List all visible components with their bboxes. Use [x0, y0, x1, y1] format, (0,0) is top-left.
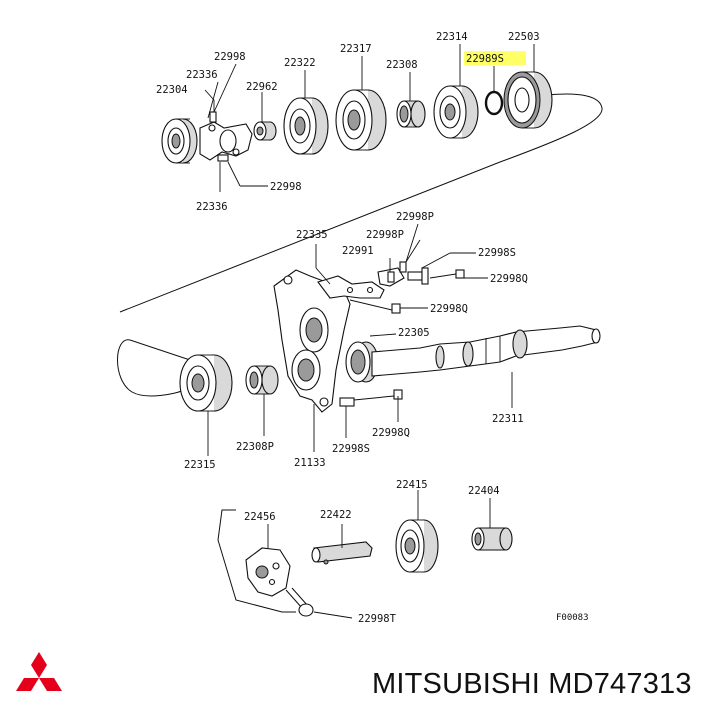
part-22335-interlock-plate — [317, 275, 385, 299]
part-22308-spacer-sleeve — [396, 100, 426, 128]
label-22304: 22304 — [156, 84, 188, 96]
label-22335: 22335 — [296, 229, 328, 241]
label-22998-top: 22998 — [214, 51, 246, 63]
label-22317: 22317 — [340, 43, 372, 55]
part-22998Q-bolt-low — [353, 389, 403, 401]
label-22962: 22962 — [246, 81, 278, 93]
part-22314-bearing — [433, 85, 479, 139]
part-22962-collar — [253, 121, 277, 141]
label-22998Q-middle: 22998Q — [430, 303, 468, 315]
label-22503: 22503 — [508, 31, 540, 43]
part-22404-bushing — [471, 527, 513, 551]
label-22404: 22404 — [468, 485, 500, 497]
highlight-22989S — [464, 51, 526, 65]
label-22456: 22456 — [244, 511, 276, 523]
label-22998P-lower: 22998P — [366, 229, 404, 241]
mitsubishi-logo — [16, 652, 62, 691]
part-22336-retainer-plate — [199, 121, 253, 161]
label-22998Q-lower: 22998Q — [372, 427, 410, 439]
label-22998Q-upper: 22998Q — [490, 273, 528, 285]
label-22314: 22314 — [436, 31, 468, 43]
part-21133-adapter-plate — [273, 269, 351, 413]
label-22989S: 22989S — [466, 53, 504, 65]
part-22415-reverse-idler-gear — [395, 519, 439, 573]
label-22998S-lower: 22998S — [332, 443, 370, 455]
part-22422-pin — [311, 541, 373, 565]
label-22322: 22322 — [284, 57, 316, 69]
part-22304-bearing — [161, 118, 198, 164]
part-22503-gear — [503, 71, 553, 129]
label-22998S-upper: 22998S — [478, 247, 516, 259]
part-labels: 22304 22336 22998 22322 22317 22962 2230… — [156, 31, 589, 625]
label-22308P: 22308P — [236, 441, 274, 453]
assembly-leader-loop-bottom — [117, 339, 191, 397]
label-22998-lower: 22998 — [270, 181, 302, 193]
part-22315-bearing — [179, 354, 233, 412]
label-22308: 22308 — [386, 59, 418, 71]
part-22311-main-shaft — [371, 325, 601, 377]
label-22336-lower: 22336 — [196, 201, 228, 213]
part-22998Q-bolt-top — [429, 269, 465, 279]
figure-code: F00083 — [556, 613, 589, 623]
label-22311: 22311 — [492, 413, 524, 425]
top-leader-lines — [204, 44, 535, 192]
bottom-assembly-frame — [217, 509, 296, 613]
assembly-leader-loop-top — [119, 93, 603, 313]
part-22998Q-bolt-mid — [349, 299, 401, 314]
part-22308P-spacer-sleeve — [245, 365, 279, 395]
label-22305: 22305 — [398, 327, 430, 339]
part-22998S-screw-top — [407, 267, 429, 285]
part-22317-bearing — [335, 89, 387, 151]
part-22989S-snap-ring — [484, 90, 504, 116]
part-22322-bearing — [283, 97, 329, 155]
label-22422: 22422 — [320, 509, 352, 521]
label-22315: 22315 — [184, 459, 216, 471]
middle-leader-lines — [207, 223, 513, 456]
label-22998P-upper: 22998P — [396, 211, 434, 223]
part-22998P-screws — [387, 261, 407, 283]
part-22998T-bolt — [285, 587, 353, 619]
part-22998S-screw-low — [339, 397, 355, 407]
brand-part-number: MITSUBISHI MD747313 — [372, 668, 692, 700]
label-22415: 22415 — [396, 479, 428, 491]
label-21133: 21133 — [294, 457, 326, 469]
label-22991: 22991 — [342, 245, 374, 257]
label-22998T: 22998T — [358, 613, 397, 625]
part-22456-shift-lever — [245, 547, 291, 597]
bottom-leader-lines — [267, 490, 491, 548]
part-22998-screw-top — [209, 111, 229, 162]
label-22336-top: 22336 — [186, 69, 218, 81]
